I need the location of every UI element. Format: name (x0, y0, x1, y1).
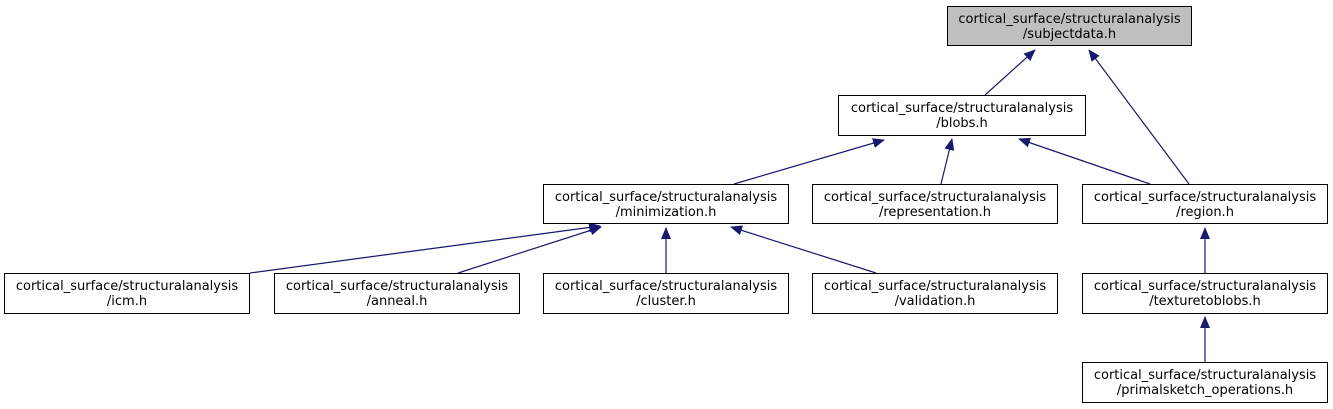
edge-blobs-to-subjectdata (984, 49, 1036, 96)
node-texturetoblobs-h-file: /texturetoblobs.h (1149, 294, 1261, 309)
edge-region-to-blobs (1018, 137, 1151, 185)
node-anneal-h-path: cortical_surface/structuralanalysis (285, 279, 509, 294)
node-subjectdata-h[interactable]: cortical_surface/structuralanalysis /sub… (947, 6, 1192, 46)
node-blobs-h-path: cortical_surface/structuralanalysis (850, 101, 1074, 116)
node-region-h-path: cortical_surface/structuralanalysis (1093, 190, 1317, 205)
node-texturetoblobs-h[interactable]: cortical_surface/structuralanalysis /tex… (1082, 273, 1328, 314)
node-cluster-h-path: cortical_surface/structuralanalysis (554, 279, 778, 294)
node-representation-h[interactable]: cortical_surface/structuralanalysis /rep… (812, 184, 1058, 224)
node-primalsketch-operations-h-path: cortical_surface/structuralanalysis (1093, 368, 1317, 383)
node-blobs-h-file: /blobs.h (936, 116, 988, 131)
edge-region-to-subjectdata (1088, 49, 1190, 185)
node-subjectdata-h-file: /subjectdata.h (1022, 27, 1117, 42)
node-subjectdata-h-path: cortical_surface/structuralanalysis (958, 12, 1181, 27)
node-minimization-h[interactable]: cortical_surface/structuralanalysis /min… (543, 184, 789, 224)
node-representation-h-path: cortical_surface/structuralanalysis (823, 190, 1047, 205)
node-minimization-h-file: /minimization.h (615, 205, 717, 220)
node-anneal-h-file: /anneal.h (366, 294, 428, 309)
node-representation-h-file: /representation.h (878, 205, 992, 220)
node-region-h-file: /region.h (1176, 205, 1234, 220)
edge-minimization-to-blobs (733, 138, 885, 185)
node-validation-h-file: /validation.h (894, 294, 976, 309)
edge-icm-to-minimization (249, 222, 601, 274)
edge-representation-to-blobs (940, 138, 955, 185)
node-minimization-h-path: cortical_surface/structuralanalysis (554, 190, 778, 205)
node-icm-h-file: /icm.h (106, 294, 148, 309)
node-primalsketch-operations-h-file: /primalsketch_operations.h (1116, 383, 1294, 398)
node-anneal-h[interactable]: cortical_surface/structuralanalysis /ann… (274, 273, 520, 314)
node-texturetoblobs-h-path: cortical_surface/structuralanalysis (1093, 279, 1317, 294)
node-primalsketch-operations-h[interactable]: cortical_surface/structuralanalysis /pri… (1082, 362, 1328, 403)
node-blobs-h[interactable]: cortical_surface/structuralanalysis /blo… (838, 95, 1086, 136)
node-region-h[interactable]: cortical_surface/structuralanalysis /reg… (1082, 184, 1328, 224)
edge-anneal-to-minimization (457, 225, 602, 274)
node-icm-h-path: cortical_surface/structuralanalysis (15, 279, 239, 294)
node-validation-h-path: cortical_surface/structuralanalysis (823, 279, 1047, 294)
node-cluster-h-file: /cluster.h (636, 294, 696, 309)
node-icm-h[interactable]: cortical_surface/structuralanalysis /icm… (4, 273, 250, 314)
node-validation-h[interactable]: cortical_surface/structuralanalysis /val… (812, 273, 1058, 314)
node-cluster-h[interactable]: cortical_surface/structuralanalysis /clu… (543, 273, 789, 314)
edge-validation-to-minimization (730, 225, 877, 274)
